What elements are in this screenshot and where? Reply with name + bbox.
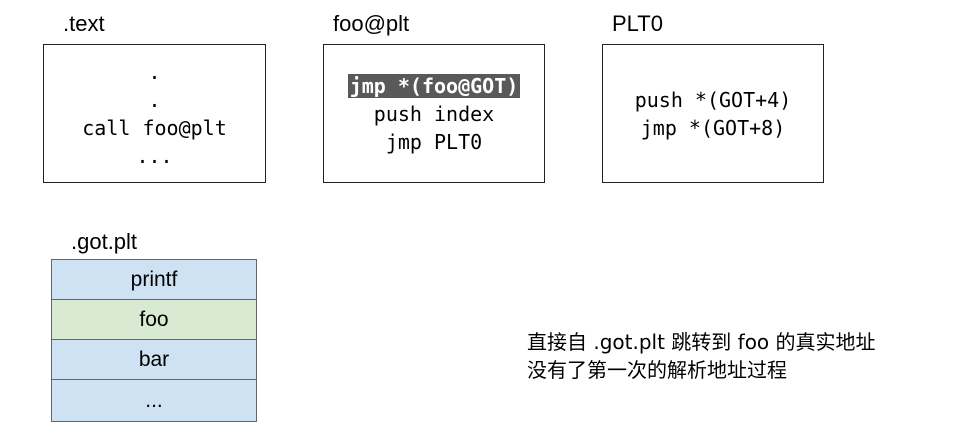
plt0-title: PLT0 [612,11,663,36]
code-line: call foo@plt [82,115,227,140]
code-line: ... [136,143,173,168]
foo-plt-box: jmp *(foo@GOT) push index jmp PLT0 [323,44,545,183]
plt0-box: push *(GOT+4) jmp *(GOT+8) [602,44,824,183]
got-plt-title: .got.plt [71,229,138,254]
code-line: . [148,59,161,84]
explanation-note: 直接自 .got.plt 跳转到 foo 的真实地址 没有了第一次的解析地址过程 [527,328,876,384]
got-entry: foo [52,300,256,340]
note-line: 直接自 .got.plt 跳转到 foo 的真实地址 [527,330,876,354]
note-line: 没有了第一次的解析地址过程 [527,358,787,382]
foo-plt-title: foo@plt [333,11,410,36]
text-section-box: . . call foo@plt ... [43,44,266,183]
got-entry: bar [52,340,256,380]
code-line: . [148,87,161,112]
code-line: push *(GOT+4) [634,87,792,112]
text-section-title: .text [63,11,105,36]
got-entry: ... [52,380,256,421]
highlighted-code-line: jmp *(foo@GOT) [347,74,521,98]
code-line: jmp *(GOT+8) [640,115,786,140]
code-line: push index [373,102,495,126]
got-entry: printf [52,260,256,300]
code-line: jmp PLT0 [385,130,483,154]
got-plt-table: printf foo bar ... [51,259,257,422]
